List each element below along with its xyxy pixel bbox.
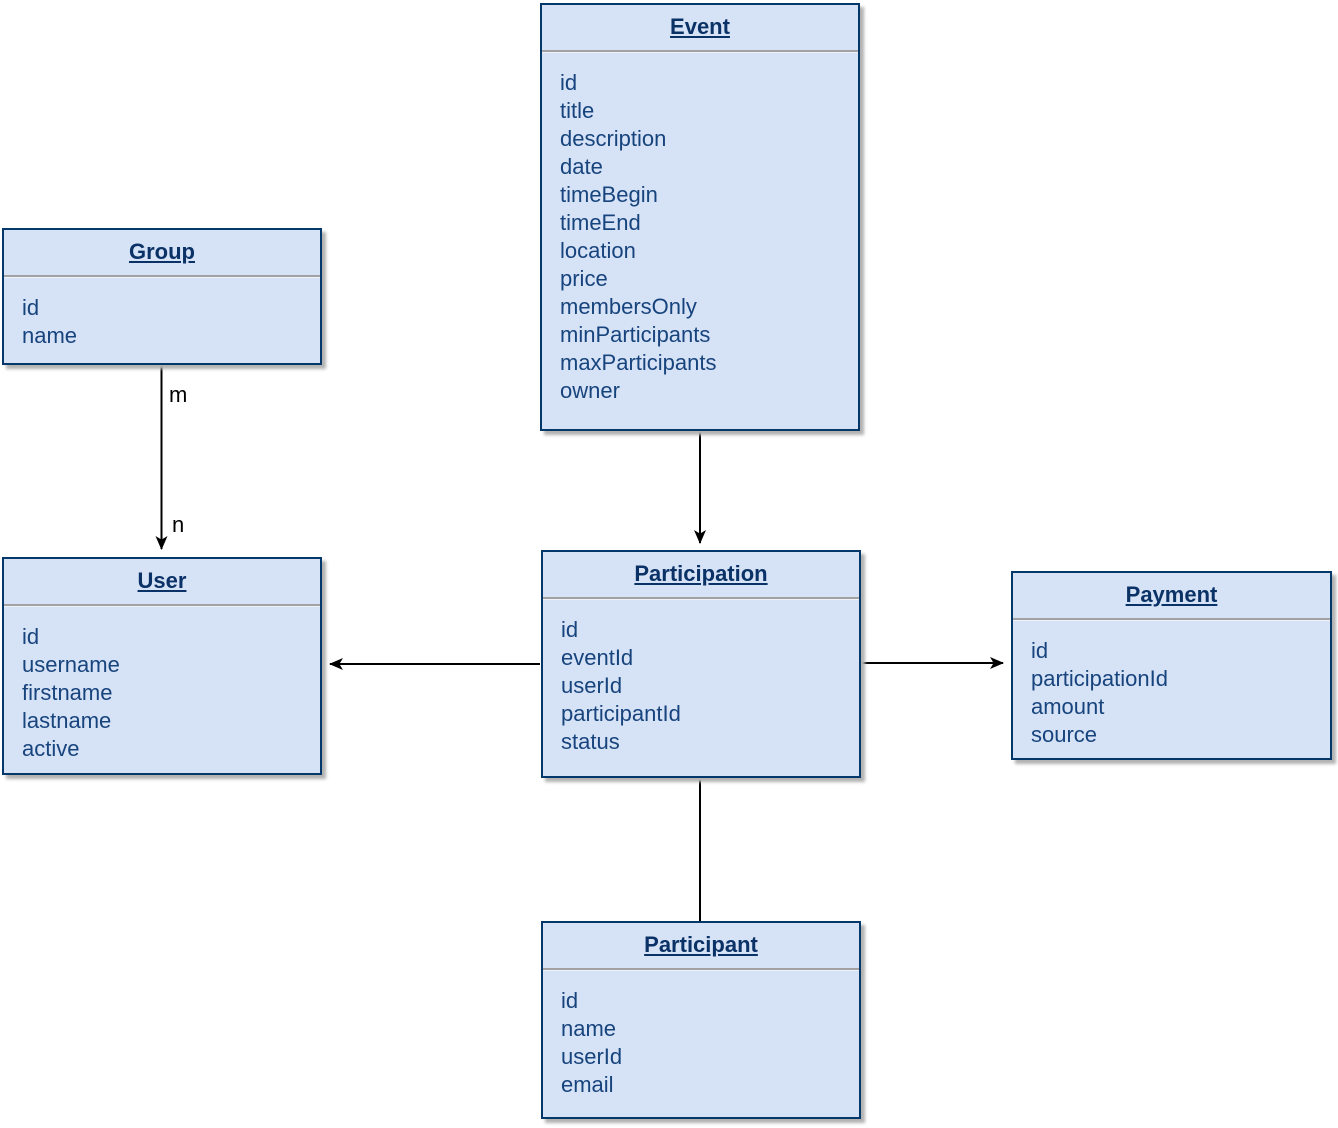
entity-field: id xyxy=(561,988,579,1013)
entity-field: price xyxy=(560,266,608,291)
entity-event-fields: id title description date timeBegin timeEnd lo… xyxy=(542,52,858,405)
entity-field: participantId xyxy=(561,701,681,726)
entity-participation-fields: id eventId userId participantId status xyxy=(543,599,859,756)
entity-payment-header: Payment xyxy=(1013,573,1330,620)
entity-field: membersOnly xyxy=(560,294,697,319)
entity-participation: Participation id eventId userId participant… xyxy=(541,550,861,778)
entity-field: id xyxy=(561,617,579,642)
entity-field: minParticipants xyxy=(560,322,711,347)
entity-field: maxParticipants xyxy=(560,350,717,375)
entity-field: id xyxy=(22,624,40,649)
entity-participation-header: Participation xyxy=(543,552,859,599)
entity-field: userId xyxy=(561,673,623,698)
entity-field: title xyxy=(560,98,595,123)
entity-user-title: User xyxy=(137,568,187,593)
entity-participation-title: Participation xyxy=(634,561,768,586)
entity-field: username xyxy=(22,652,120,677)
entity-field: source xyxy=(1031,722,1098,747)
entity-participant: Participant id name userId email xyxy=(541,921,861,1119)
entity-field: location xyxy=(560,238,636,263)
entity-event: Event id title description date timeBegin tim… xyxy=(540,3,860,431)
entity-field: lastname xyxy=(22,708,112,733)
entity-group-header: Group xyxy=(4,230,320,277)
entity-field: timeEnd xyxy=(560,210,641,235)
multiplicity-label-n: n xyxy=(172,512,185,537)
entity-user-fields: id username firstname lastname active xyxy=(4,606,320,763)
entity-group-fields: id name xyxy=(4,277,320,350)
entity-field: owner xyxy=(560,378,620,403)
entity-field: amount xyxy=(1031,694,1105,719)
entity-field: name xyxy=(561,1016,617,1041)
entity-field: userId xyxy=(561,1044,623,1069)
entity-payment-fields: id participationId amount source xyxy=(1013,620,1330,749)
entity-field: active xyxy=(22,736,80,761)
entity-participant-fields: id name userId email xyxy=(543,970,859,1099)
entity-event-header: Event xyxy=(542,5,858,52)
entity-payment: Payment id participationId amount source xyxy=(1011,571,1332,760)
entity-group-title: Group xyxy=(129,239,195,264)
entity-participant-title: Participant xyxy=(644,932,758,957)
entity-payment-title: Payment xyxy=(1125,582,1218,607)
entity-field: date xyxy=(560,154,603,179)
entity-group: Group id name xyxy=(2,228,322,365)
entity-participant-header: Participant xyxy=(543,923,859,970)
entity-field: timeBegin xyxy=(560,182,658,207)
entity-field: description xyxy=(560,126,667,151)
entity-field: status xyxy=(561,729,620,754)
entity-field: participationId xyxy=(1031,666,1168,691)
entity-user: User id username firstname lastname active xyxy=(2,557,322,775)
entity-field: email xyxy=(561,1072,614,1097)
entity-user-header: User xyxy=(4,559,320,606)
multiplicity-label-m: m xyxy=(169,382,188,407)
entity-field: id xyxy=(560,70,578,95)
entity-field: name xyxy=(22,323,78,348)
entity-event-title: Event xyxy=(670,14,730,39)
entity-field: eventId xyxy=(561,645,634,670)
entity-field: id xyxy=(1031,638,1049,663)
entity-field: id xyxy=(22,295,40,320)
entity-field: firstname xyxy=(22,680,113,705)
